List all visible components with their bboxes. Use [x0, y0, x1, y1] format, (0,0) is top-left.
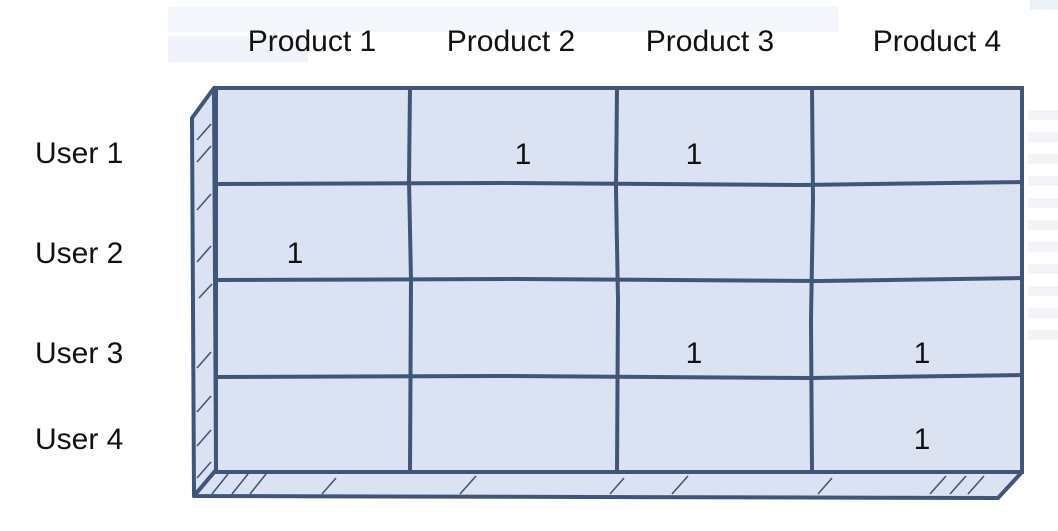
row-header-user-2: User 2 [35, 237, 124, 270]
bottom-hatching [211, 473, 985, 495]
row-header-user-3: User 3 [35, 337, 124, 370]
background-corner [1030, 0, 1058, 10]
column-header-product-3: Product 3 [645, 25, 775, 58]
background-text-lines [1028, 110, 1058, 350]
background-band [168, 6, 838, 32]
cell-user-3-product-3: 1 [685, 337, 703, 370]
column-header-product-1: Product 1 [247, 25, 377, 58]
column-header-product-2: Product 2 [446, 25, 576, 58]
column-header-product-4: Product 4 [872, 25, 1002, 58]
cell-user-2-product-1: 1 [286, 237, 304, 270]
cell-user-4-product-4: 1 [913, 423, 931, 456]
matrix-bottom-face [192, 468, 1024, 500]
background-band-small [168, 36, 308, 62]
cell-user-1-product-3: 1 [685, 138, 703, 171]
row-header-user-4: User 4 [35, 423, 124, 456]
cell-user-3-product-4: 1 [913, 337, 931, 370]
grid-horizontal-lines [214, 180, 1024, 381]
side-hatching [196, 123, 213, 479]
cell-user-1-product-2: 1 [514, 138, 532, 171]
row-header-user-1: User 1 [35, 137, 124, 170]
